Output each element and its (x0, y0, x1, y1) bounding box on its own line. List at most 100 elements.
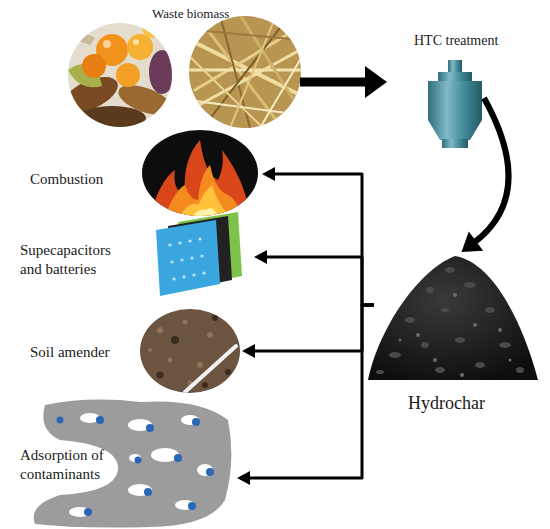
product-node: Hydrochar (368, 250, 538, 385)
node-label: HTC treatment (414, 32, 498, 50)
node-label: Hydrochar (408, 392, 485, 415)
htc-reactor-icon (442, 139, 468, 148)
arrow-line (264, 257, 374, 305)
straw-photo (188, 55, 260, 125)
flow-arrow (262, 167, 374, 305)
node-label: Adsorption of contaminants (20, 446, 120, 484)
battery-illustration (168, 237, 205, 280)
node-label: Supecapacitors and batteries (20, 241, 132, 279)
straw-photo (195, 30, 300, 40)
hydrochar-pile (473, 323, 477, 327)
soil-photo (185, 346, 236, 392)
porous-adsorbent (34, 400, 232, 528)
food-waste-photo (149, 50, 175, 94)
battery-illustration (156, 220, 220, 296)
battery-illustration (156, 212, 242, 296)
htc-reactor-icon (438, 72, 472, 81)
arrow-line (473, 98, 508, 243)
flow-arrow (462, 98, 509, 252)
hydrochar-pile (464, 282, 476, 288)
fire-photo (140, 128, 260, 218)
food-waste-photo (127, 34, 153, 60)
application-node: Supecapacitors and batteries (140, 215, 252, 295)
hydrochar-pile (441, 308, 449, 312)
arrow-line (300, 78, 369, 87)
battery-illustration (168, 243, 171, 246)
hydrochar-pile (376, 267, 524, 374)
hydrochar-pile (368, 256, 538, 380)
straw-photo (260, 60, 300, 128)
food-waste-photo (75, 34, 95, 45)
hydrochar-pile (516, 367, 524, 373)
hydrochar-pile (509, 359, 512, 362)
soil-photo (207, 332, 213, 338)
fire-photo (165, 165, 240, 216)
food-waste-photo (57, 18, 180, 130)
soil-photo (168, 358, 173, 363)
flow-arrow (300, 66, 387, 98)
battery-illustration (182, 275, 185, 278)
soil-photo (202, 382, 208, 388)
node-label: Combustion (30, 170, 103, 189)
soil-photo (148, 348, 152, 352)
porous-adsorbent (146, 424, 154, 432)
biomass-node: Waste biomass (70, 2, 295, 130)
hydrochar-pile (453, 293, 457, 297)
application-node: Soil amender (140, 309, 240, 393)
soil-photo (157, 327, 163, 333)
hydrochar-pile (399, 293, 512, 377)
straw-photo (190, 50, 300, 110)
hydrochar-pile (389, 352, 401, 358)
hydrochar-pile (399, 339, 402, 342)
hydrochar-pile (475, 362, 485, 368)
food-waste-photo (60, 20, 180, 130)
process-node: HTC treatment (422, 58, 488, 150)
application-node: Combustion (142, 130, 260, 218)
hydrochar-pile (421, 342, 429, 348)
hydrochar-pile (499, 342, 511, 348)
flow-arrow (254, 250, 374, 305)
hydrochar-pile (368, 256, 538, 380)
arrow-head (242, 344, 255, 358)
hydrochar-pile (405, 317, 415, 323)
hydrochar-pile (426, 287, 434, 293)
fire-photo (150, 140, 250, 216)
soil-photo (171, 336, 179, 344)
straw-photo (188, 15, 302, 128)
soil-photo (197, 362, 203, 368)
htc-reactor-icon (428, 60, 482, 148)
application-node: Adsorption of contaminants (30, 398, 235, 529)
battery-illustration (180, 258, 183, 261)
battery-illustration (200, 254, 203, 257)
hydrochar-pile (460, 373, 464, 377)
soil-photo (157, 372, 164, 379)
straw-photo (185, 14, 305, 130)
arrow-head (462, 232, 484, 252)
porous-adsorbent (181, 415, 199, 425)
soil-photo (225, 369, 231, 375)
arrow-head (237, 471, 250, 485)
hydrochar-pile (498, 328, 502, 332)
flow-arrow (237, 305, 374, 485)
battery-illustration (178, 241, 181, 244)
battery-illustration (188, 239, 191, 242)
arrow-head (365, 66, 387, 98)
hydrochar-pile (416, 333, 420, 337)
food-waste-photo (82, 54, 106, 78)
battery-illustration (202, 271, 205, 274)
porous-adsorbent (174, 454, 182, 462)
porous-adsorbent (69, 507, 91, 517)
soil-photo (138, 306, 242, 396)
food-waste-photo (78, 106, 146, 130)
porous-adsorbent (69, 413, 213, 517)
straw-photo (185, 14, 305, 130)
porous-adsorbent (84, 508, 92, 516)
hydrochar-pile (435, 367, 445, 373)
soil-photo (138, 306, 242, 396)
food-waste-photo (116, 63, 140, 87)
htc-reactor-icon (428, 81, 482, 140)
porous-adsorbent (128, 484, 152, 496)
hydrochar-pile (433, 358, 437, 362)
flow-arrow (242, 305, 374, 358)
arrow-head (254, 250, 267, 264)
